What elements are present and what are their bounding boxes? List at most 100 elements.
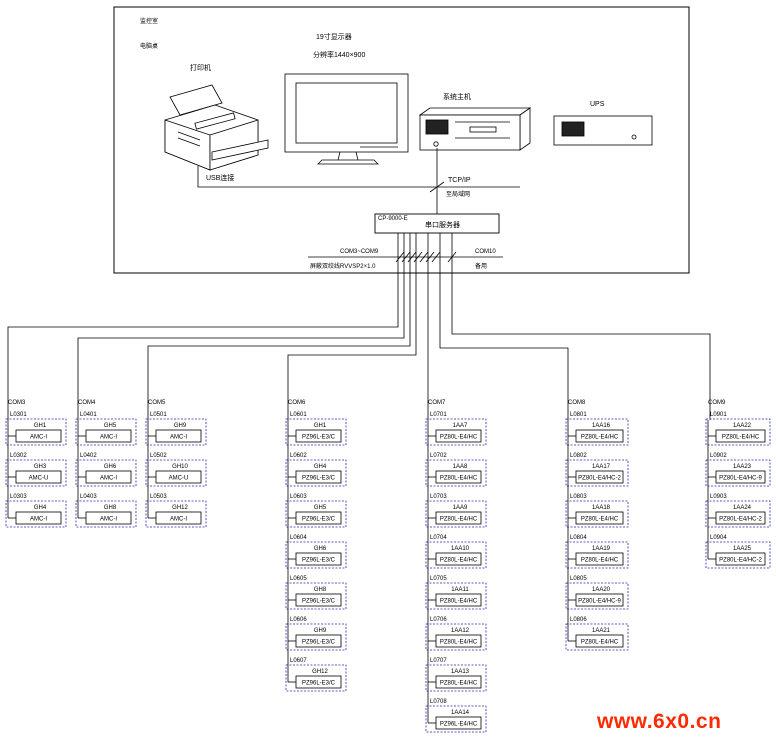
loop-label: L0801 [570, 412, 587, 418]
meter-model: PZ80L-E4/HC [440, 640, 478, 646]
loop-label: L0802 [570, 453, 587, 459]
device-box [705, 500, 771, 528]
meter-model: AMC-I [170, 435, 187, 441]
device-box [425, 705, 487, 733]
cabinet-label: 1AA13 [451, 669, 470, 675]
monitor-icon [284, 73, 409, 165]
loop-label: L0605 [290, 576, 307, 582]
group-com-label: COM3 [8, 400, 26, 406]
cabinet-label: GH5 [314, 505, 327, 511]
device-box [5, 418, 67, 446]
control-room-frame [113, 6, 690, 274]
meter-model: PZ80L-E4/HC [581, 435, 619, 441]
meter-model: AMC-U [169, 476, 189, 482]
meter-model: PZ80L-E4/HC [440, 435, 478, 441]
device-box [565, 623, 629, 651]
group-com-label: COM6 [288, 400, 306, 406]
com10-note: 备用 [475, 262, 487, 270]
cabinet-label: GH10 [172, 464, 188, 470]
host-computer-icon [418, 107, 532, 151]
cabinet-label: 1AA19 [592, 546, 611, 552]
device-box [285, 459, 347, 487]
meter-model: PZ96L-E4/HC [440, 722, 478, 728]
meter-model: PZ80L-E4/HC-9 [719, 476, 762, 482]
cabinet-label: GH6 [104, 464, 117, 470]
meter-model: PZ96L-E3/C [302, 599, 336, 605]
loop-label: L0705 [430, 576, 447, 582]
device-box [705, 459, 771, 487]
meter-model: AMC-I [170, 517, 187, 523]
device-box [425, 582, 487, 610]
lan-note: 至局域网 [446, 190, 470, 198]
group-com-label: COM5 [148, 400, 166, 406]
usb-link-label: USB连接 [206, 173, 234, 182]
device-box [285, 623, 347, 651]
loop-label: L0303 [10, 494, 27, 500]
device-box [285, 500, 347, 528]
cabinet-label: 1AA11 [451, 587, 469, 593]
cabinet-label: 1AA14 [451, 710, 470, 716]
cabinet-label: 1AA21 [592, 628, 611, 634]
meter-model: AMC-I [100, 476, 117, 482]
group-com-label: COM7 [428, 400, 446, 406]
device-box [565, 418, 629, 446]
meter-model: AMC-I [100, 517, 117, 523]
meter-model: PZ80L-E4/HC-2 [578, 476, 621, 482]
device-box [425, 459, 487, 487]
host-label: 系统主机 [443, 92, 471, 101]
cabinet-label: 1AA8 [453, 464, 468, 470]
loop-label: L0804 [570, 535, 587, 541]
cabinet-label: GH5 [104, 423, 117, 429]
printer-icon [164, 84, 269, 171]
printer-label: 打印机 [190, 63, 211, 72]
loop-label: L0706 [430, 617, 447, 623]
device-box [75, 418, 137, 446]
meter-model: PZ80L-E4/HC-9 [578, 599, 621, 605]
loop-label: L0904 [710, 535, 727, 541]
group-com4: COM4L0401GH5AMC-IL0402GH6AMC-IL0403GH8AM… [75, 400, 137, 528]
meter-model: PZ96L-E3/C [302, 681, 336, 687]
loop-label: L0604 [290, 535, 307, 541]
loop-label: L0806 [570, 617, 587, 623]
cabinet-label: GH9 [174, 423, 187, 429]
cabinet-label: GH1 [34, 423, 47, 429]
cabinet-label: 1AA9 [453, 505, 468, 511]
room-title: 监控室 [140, 17, 158, 25]
device-box [5, 459, 67, 487]
device-box [145, 459, 207, 487]
cabinet-label: GH9 [314, 628, 327, 634]
device-box [425, 418, 487, 446]
serial-server-box [374, 213, 500, 234]
loop-label: L0401 [80, 412, 97, 418]
meter-model: PZ80L-E4/HC [440, 681, 478, 687]
tcpip-label: TCP/IP [448, 177, 471, 184]
cabinet-label: 1AA24 [733, 505, 752, 511]
com-range-label: COM3~COM9 [340, 249, 379, 255]
device-box [75, 500, 137, 528]
device-box [565, 459, 629, 487]
meter-model: PZ80L-E4/HC [440, 599, 478, 605]
trunk-lines [7, 233, 711, 420]
cabinet-label: 1AA18 [592, 505, 611, 511]
meter-model: PZ80L-E4/HC-2 [719, 558, 762, 564]
loop-label: L0901 [710, 412, 727, 418]
cabinet-label: 1AA16 [592, 423, 611, 429]
cabinet-label: GH8 [314, 587, 327, 593]
